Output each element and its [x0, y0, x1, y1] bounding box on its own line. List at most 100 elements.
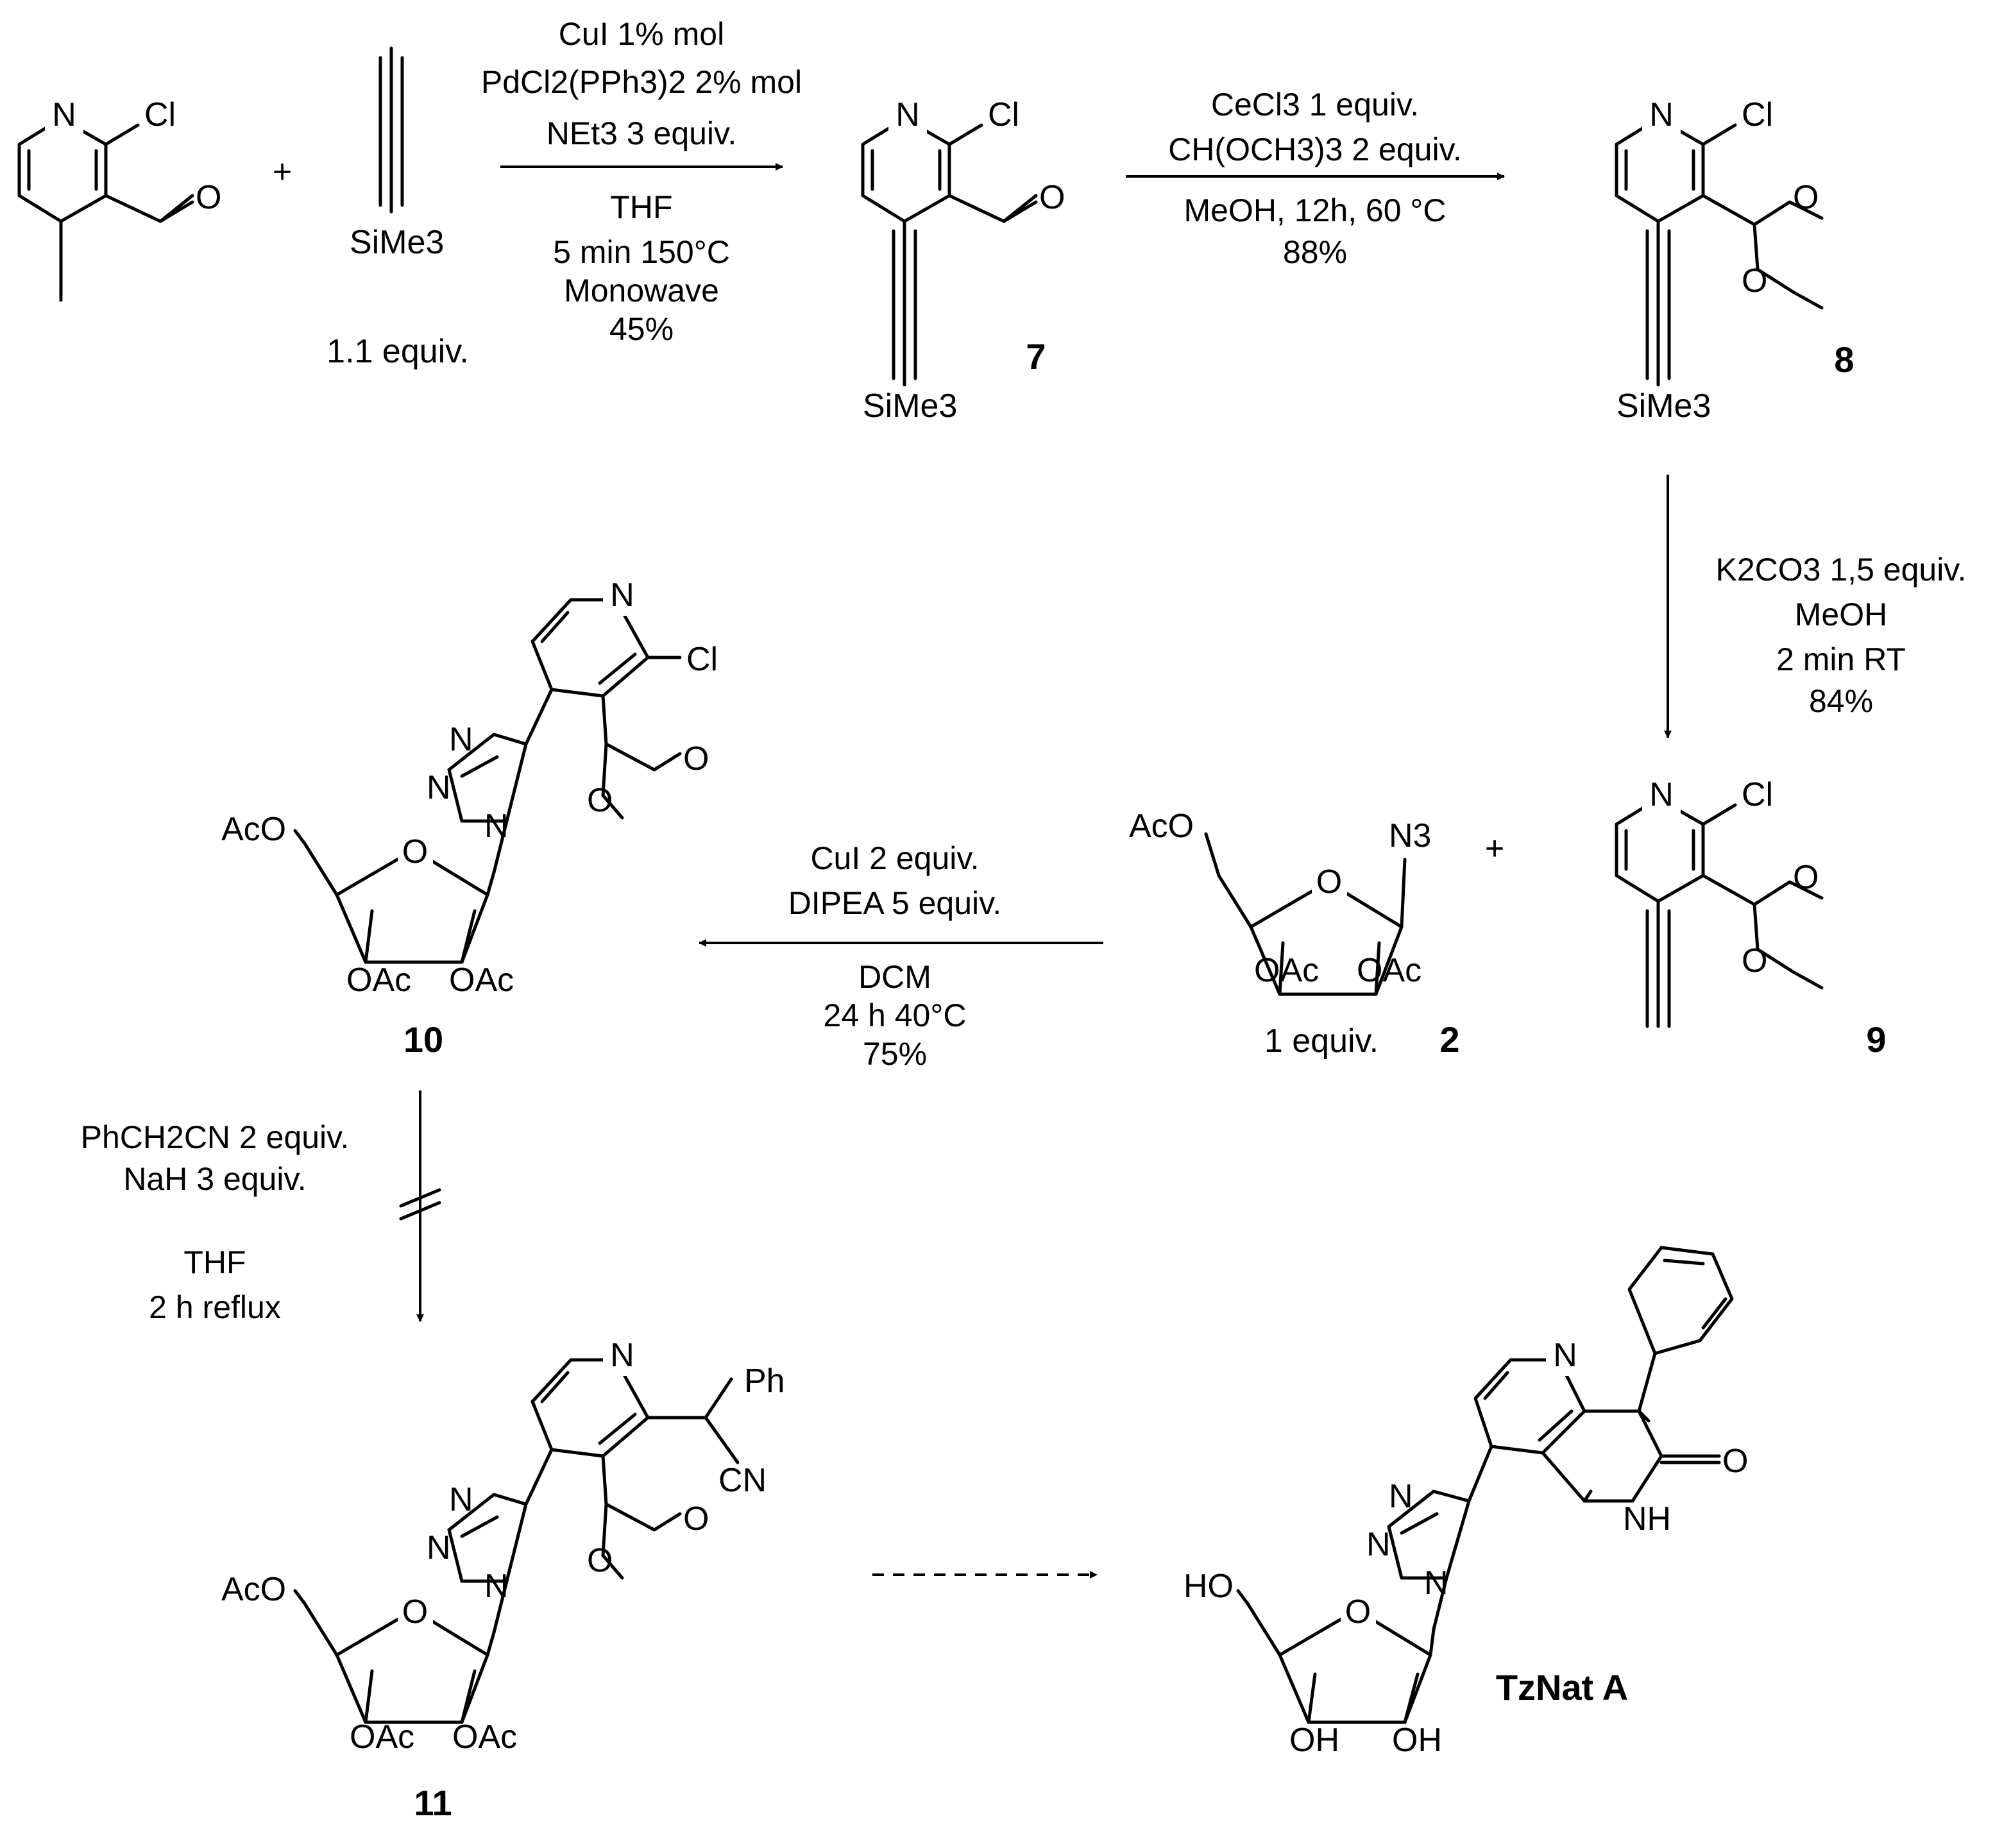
atom-n: N: [895, 96, 920, 133]
step1-condition: Monowave: [564, 273, 719, 309]
step2-condition: 88%: [1283, 234, 1347, 270]
atom-oac: OAc: [346, 962, 411, 999]
atom-cl: Cl: [144, 96, 176, 133]
atom-o: O: [196, 179, 221, 216]
atom-n: N: [449, 1481, 473, 1518]
atom-o: O: [1793, 179, 1819, 216]
atom-o: O: [402, 1593, 428, 1631]
atom-sime3: SiMe3: [863, 387, 957, 425]
compound-label-2: 2: [1439, 1019, 1459, 1060]
atom-o: O: [683, 1500, 709, 1538]
atom-o: O: [402, 833, 428, 870]
atom-cl: Cl: [988, 96, 1019, 133]
atom-o: O: [587, 782, 613, 819]
atom-o: O: [587, 1542, 613, 1579]
step1-condition: THF: [610, 189, 672, 225]
atom-n: N: [610, 1337, 634, 1374]
atom-o: O: [683, 740, 709, 777]
step5-condition: PhCH2CN 2 equiv.: [81, 1119, 350, 1155]
atom-aco: AcO: [1129, 808, 1194, 845]
reagent-amount: 1.1 equiv.: [327, 333, 469, 370]
atom-ph: Ph: [744, 1362, 785, 1400]
compound-label-7: 7: [1026, 336, 1046, 377]
step1-condition: 45%: [609, 311, 674, 347]
atom-cl: Cl: [686, 641, 718, 678]
atom-o: O: [1742, 942, 1767, 979]
arrow-step5: PhCH2CN 2 equiv. NaH 3 equiv. THF 2 h re…: [81, 1090, 441, 1325]
atom-n: N: [1366, 1526, 1391, 1563]
step3-condition: K2CO3 1,5 equiv.: [1716, 552, 1967, 588]
arrow-step4: CuI 2 equiv. DIPEA 5 equiv. DCM 24 h 40°…: [699, 840, 1103, 1072]
atom-n: N: [427, 769, 451, 806]
arrow-step3: K2CO3 1,5 equiv. MeOH 2 min RT 84%: [1664, 475, 1967, 738]
step4-condition: DCM: [858, 959, 931, 995]
atom-n3: N3: [1389, 817, 1431, 854]
atom-nh: NH: [1623, 1500, 1671, 1538]
compound-label-11: 11: [414, 1783, 452, 1823]
step1-condition: NEt3 3 equiv.: [547, 115, 736, 151]
atom-n: N: [52, 96, 76, 133]
plus-sign-1: +: [273, 153, 292, 191]
atom-o: O: [1316, 863, 1342, 901]
step3-condition: MeOH: [1795, 597, 1887, 632]
atom-cl: Cl: [1742, 776, 1773, 813]
atom-o: O: [1345, 1593, 1371, 1631]
compound-label-10: 10: [403, 1019, 443, 1060]
step5-condition: THF: [183, 1244, 246, 1280]
atom-oh: OH: [1289, 1722, 1339, 1759]
atom-aco: AcO: [221, 1571, 286, 1608]
step2-condition: MeOH, 12h, 60 °C: [1184, 192, 1446, 228]
compound-label-tznat-a: TzNat A: [1496, 1667, 1628, 1708]
atom-o: O: [1722, 1443, 1748, 1480]
atom-i: I: [56, 272, 65, 309]
atom-n: N: [1649, 96, 1674, 133]
step2-condition: CH(OCH3)3 2 equiv.: [1168, 131, 1462, 167]
compound-label-9: 9: [1866, 1019, 1886, 1060]
atom-oac: OAc: [1357, 952, 1421, 989]
atom-oh: OH: [1392, 1722, 1442, 1759]
atom-n: N: [484, 808, 509, 845]
starting-pyridine-aldehyde: N Cl O I: [17, 96, 221, 309]
atom-oac: OAc: [449, 962, 514, 999]
atom-n: N: [1389, 1478, 1413, 1515]
atom-n: N: [1649, 776, 1674, 813]
tms-acetylene: SiMe3 1.1 equiv.: [327, 46, 469, 370]
compound-7: N Cl O SiMe3 7: [861, 96, 1065, 425]
step4-condition: 24 h 40°C: [824, 997, 967, 1033]
atom-oac: OAc: [452, 1718, 517, 1756]
step4-condition: DIPEA 5 equiv.: [788, 885, 1002, 921]
plus-sign-2: +: [1485, 830, 1504, 867]
atom-n: N: [427, 1529, 451, 1566]
atom-o: O: [1039, 179, 1065, 216]
step4-condition: 75%: [863, 1036, 927, 1072]
atom-aco: AcO: [221, 811, 286, 848]
atom-oac: OAc: [350, 1718, 414, 1756]
atom-n: N: [1424, 1564, 1448, 1602]
compound-2: O AcO N3 OAc OAc 1 equiv. 2: [1129, 808, 1460, 1060]
atom-oac: OAc: [1254, 952, 1319, 989]
atom-n: N: [610, 577, 634, 614]
reagent-amount: 1 equiv.: [1264, 1022, 1379, 1060]
step3-condition: 2 min RT: [1776, 641, 1906, 677]
compound-tznat-a: N O NH N N N O HO OH OH TzNat A: [1184, 1246, 1748, 1759]
atom-cl: Cl: [1742, 96, 1773, 133]
atom-sime3: SiMe3: [1616, 387, 1711, 425]
step1-condition: PdCl2(PPh3)2 2% mol: [481, 64, 802, 100]
step3-condition: 84%: [1809, 683, 1873, 719]
step1-condition: CuI 1% mol: [559, 16, 724, 52]
compound-11: N Ph CN O O N N N O AcO OAc OAc 11: [221, 1337, 785, 1823]
atom-sime3: SiMe3: [350, 224, 444, 261]
atom-cn: CN: [718, 1462, 767, 1499]
step4-condition: CuI 2 equiv.: [810, 840, 979, 876]
atom-o: O: [1793, 859, 1819, 896]
atom-o: O: [1742, 262, 1767, 300]
compound-8: N Cl O O SiMe3 8: [1615, 96, 1854, 425]
compound-10: N Cl O O N N N O AcO OAc OAc 10: [221, 577, 718, 1060]
compound-label-8: 8: [1834, 339, 1854, 380]
step1-condition: 5 min 150°C: [553, 234, 730, 270]
compound-9: N Cl O O 9: [1615, 776, 1887, 1060]
atom-n: N: [449, 721, 473, 758]
step2-condition: CeCl3 1 equiv.: [1211, 87, 1419, 123]
step5-condition: NaH 3 equiv.: [123, 1161, 306, 1197]
